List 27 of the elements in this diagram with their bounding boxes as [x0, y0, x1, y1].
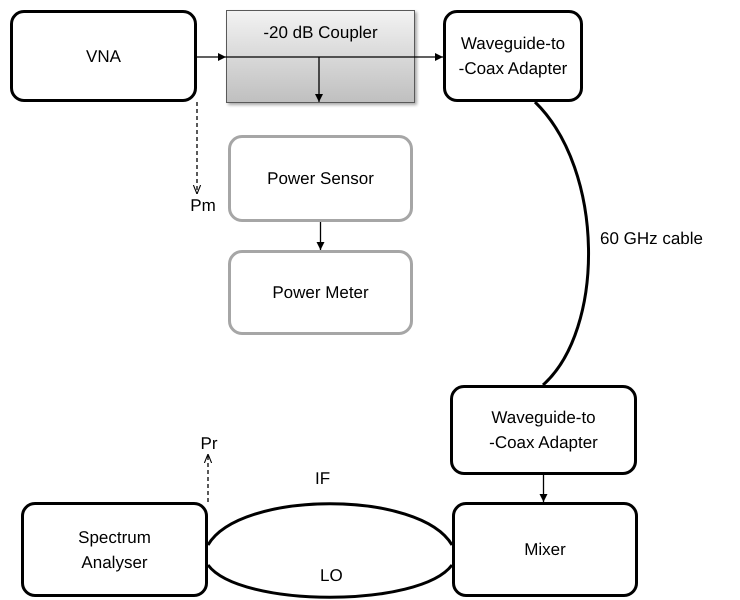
measurement-label: Pr — [200, 432, 218, 454]
box-label: Mixer — [524, 539, 566, 561]
cable-line — [534, 101, 590, 386]
arrow — [197, 53, 226, 61]
cable-line — [206, 502, 454, 546]
box-label: -20 dB Coupler — [262, 22, 379, 44]
process-box — [443, 10, 583, 102]
arrow — [316, 222, 324, 250]
process-box — [452, 502, 638, 597]
box-label: Power Sensor — [266, 168, 375, 190]
arrow — [415, 53, 443, 61]
box-label: VNA — [86, 46, 121, 68]
measurement-label: Pm — [189, 194, 217, 216]
box-label: Power Meter — [271, 282, 370, 304]
process-box — [228, 135, 413, 222]
arrow — [204, 453, 212, 502]
arrow — [540, 475, 548, 502]
box-label: Waveguide-to -Coax Adapter — [488, 407, 599, 454]
arrow — [192, 102, 202, 195]
process-box — [10, 10, 197, 102]
box-label: Spectrum Analyser — [77, 526, 152, 574]
process-box — [228, 250, 413, 335]
coupler-box — [226, 10, 415, 103]
process-box — [21, 502, 208, 597]
cable-line — [207, 564, 453, 599]
process-box — [450, 385, 637, 475]
box-label: Waveguide-to -Coax Adapter — [458, 33, 568, 80]
